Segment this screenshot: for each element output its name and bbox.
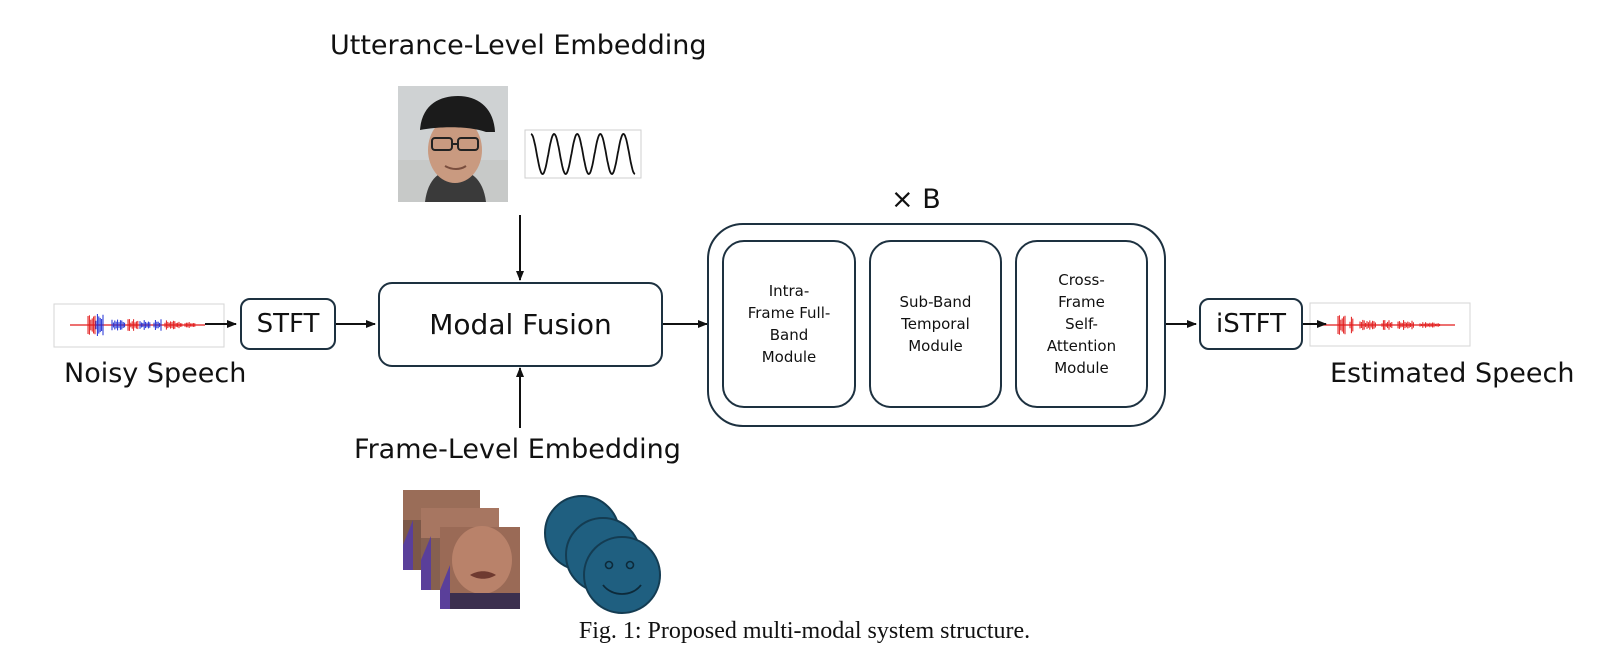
modal-fusion-block: Modal Fusion [378,282,663,367]
frame-embedding-faces [544,495,661,614]
speaker-photo [398,86,508,202]
noisy-speech-waveform [53,303,225,348]
utterance-embedding-label: Utterance-Level Embedding [330,30,707,61]
repeat-label: × B [891,184,941,215]
module-label: Intra- Frame Full- Band Module [747,282,831,366]
lip-frames [403,490,520,609]
module-label: Sub-Band Temporal Module [899,293,972,355]
smiley-icon [583,536,661,614]
frame-embedding-label: Frame-Level Embedding [354,434,681,465]
cross-frame-self-attention-module: Cross- Frame Self- Attention Module [1015,240,1148,408]
sub-band-temporal-module: Sub-Band Temporal Module [869,240,1002,408]
istft-block: iSTFT [1199,298,1303,350]
module-label: Cross- Frame Self- Attention Module [1046,271,1117,377]
estimated-speech-label: Estimated Speech [1330,358,1575,389]
figure-caption: Fig. 1: Proposed multi-modal system stru… [578,618,1031,644]
noisy-speech-label: Noisy Speech [64,358,247,389]
estimated-speech-waveform [1309,302,1471,347]
intra-frame-full-band-module: Intra- Frame Full- Band Module [722,240,856,408]
connectors [205,215,1327,428]
stft-block: STFT [240,298,336,350]
utterance-waveform [524,129,642,179]
